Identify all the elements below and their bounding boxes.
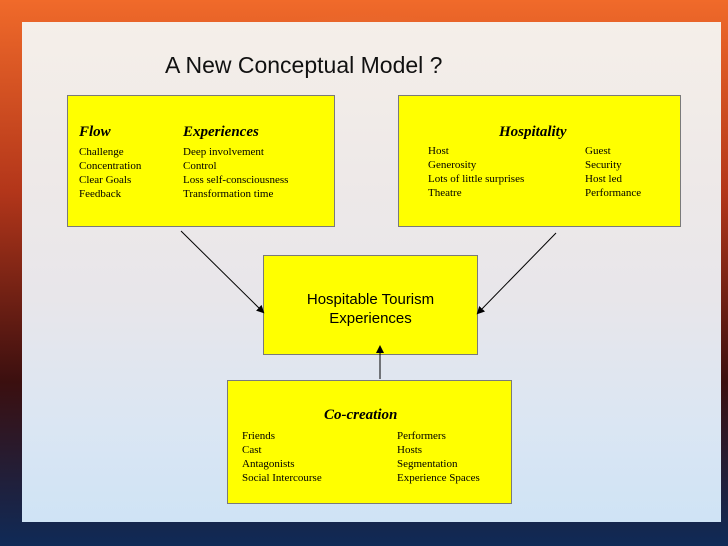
hospitality-item: Guest	[585, 145, 611, 157]
flow-column: Flow Challenge Concentration Clear Goals…	[79, 124, 141, 201]
flow-experiences-box: Flow Challenge Concentration Clear Goals…	[67, 95, 335, 227]
hospitality-heading: Hospitality	[499, 124, 567, 140]
flow-heading: Flow	[79, 124, 111, 140]
hospitality-left-column: Host Generosity Lots of little surprises…	[428, 144, 524, 200]
hospitality-box: Hospitality Host Generosity Lots of litt…	[398, 95, 681, 227]
hospitality-item: Performance	[585, 187, 642, 199]
experiences-item: Transformation time	[183, 188, 274, 200]
cocreation-box: Co-creation Friends Cast Antagonists Soc…	[227, 380, 512, 504]
hospitality-item: Generosity	[428, 159, 477, 171]
experiences-item: Loss self-consciousness	[183, 174, 289, 186]
hospitality-item: Host	[428, 145, 449, 157]
cocreation-left-column: Friends Cast Antagonists Social Intercou…	[242, 429, 322, 485]
cocreation-item: Cast	[242, 444, 262, 456]
hospitality-item: Host led	[585, 173, 622, 185]
hospitality-item: Theatre	[428, 187, 462, 199]
experiences-item: Deep involvement	[183, 146, 264, 158]
flow-item: Clear Goals	[79, 174, 132, 186]
center-label: Hospitable Tourism Experiences	[264, 290, 477, 328]
cocreation-item: Friends	[242, 430, 275, 442]
cocreation-item: Segmentation	[397, 458, 458, 470]
cocreation-item: Social Intercourse	[242, 472, 322, 484]
hospitable-tourism-box: Hospitable Tourism Experiences	[263, 255, 478, 355]
cocreation-heading: Co-creation	[324, 407, 398, 423]
flow-item: Concentration	[79, 160, 142, 172]
flow-item: Challenge	[79, 146, 124, 158]
cocreation-item: Performers	[397, 430, 446, 442]
center-label-line2: Experiences	[329, 310, 412, 327]
cocreation-item: Experience Spaces	[397, 472, 480, 484]
hospitality-item: Security	[585, 159, 622, 171]
cocreation-item: Antagonists	[242, 458, 295, 470]
flow-item: Feedback	[79, 188, 122, 200]
experiences-heading: Experiences	[183, 124, 259, 140]
experiences-item: Control	[183, 160, 217, 172]
hospitality-right-column: Guest Security Host led Performance	[585, 144, 641, 200]
cocreation-item: Hosts	[397, 444, 423, 456]
center-label-line1: Hospitable Tourism	[306, 291, 435, 308]
slide-title: A New Conceptual Model ?	[165, 52, 443, 78]
cocreation-right-column: Performers Hosts Segmentation Experience…	[397, 429, 480, 485]
hospitality-item: Lots of little surprises	[428, 173, 525, 185]
experiences-column: Experiences Deep involvement Control Los…	[183, 124, 288, 201]
